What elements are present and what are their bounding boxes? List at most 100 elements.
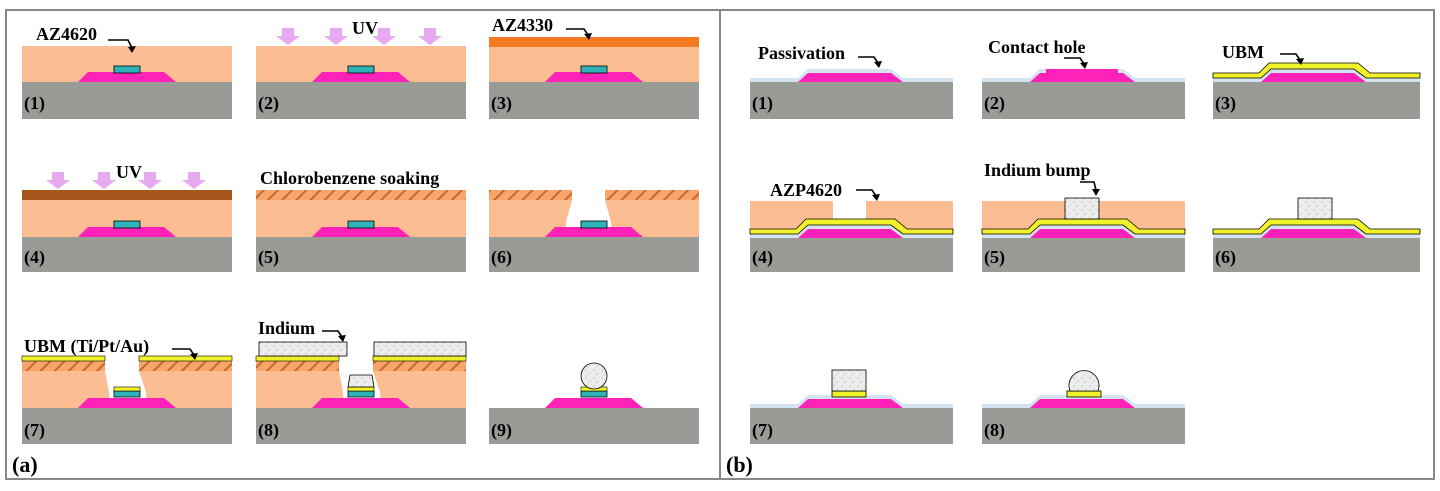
substrate — [982, 82, 1185, 119]
hatched-layer — [605, 190, 699, 200]
panel-b: Passivation (1) Contact hole (2) UBM (3) — [726, 37, 1421, 477]
step-number: (7) — [752, 420, 773, 441]
ubm-layer — [749, 218, 954, 235]
arrow-head-icon — [1080, 62, 1088, 69]
mesa — [1030, 73, 1135, 82]
ubm-layer — [21, 355, 106, 362]
substrate — [489, 237, 699, 272]
pointer-arrow — [856, 189, 877, 197]
step-number: (7) — [24, 420, 45, 441]
mesa — [312, 398, 410, 408]
mesa — [798, 73, 903, 82]
metal-pad — [580, 65, 608, 74]
mesa — [798, 399, 903, 408]
uv-arrow-icon — [138, 172, 162, 189]
step-number: (6) — [1215, 247, 1236, 268]
exposed-az4330-layer — [22, 190, 232, 200]
pointer-arrow — [1080, 181, 1097, 191]
mesa — [545, 398, 643, 408]
mesa — [312, 227, 410, 237]
photoresist-left — [982, 201, 1065, 229]
uv-arrow-icon — [418, 28, 442, 45]
annotation-label: Indium bump — [984, 160, 1091, 180]
step-number: (1) — [752, 93, 773, 114]
ubm-layer — [255, 355, 340, 362]
step-number: (1) — [24, 93, 45, 114]
step-a5: Chlorobenzene soaking (5) — [256, 168, 466, 272]
panel-a: AZ4620 (1) UV (2) — [12, 15, 699, 477]
metal-pad — [113, 65, 141, 74]
metal-pad — [580, 220, 608, 229]
arrow-head-icon — [190, 353, 198, 360]
pointer-arrow — [172, 348, 195, 356]
annotation-label: UV — [352, 18, 378, 38]
step-a3: AZ4330 (3) — [489, 15, 699, 119]
ubm-layer — [1212, 62, 1421, 79]
substrate — [750, 82, 953, 119]
substrate — [1213, 238, 1420, 272]
mesa — [78, 72, 176, 82]
step-a7: UBM (Ti/Pt/Au) (7) — [21, 336, 233, 444]
ubm-pad — [347, 386, 375, 392]
photoresist-right — [866, 201, 953, 229]
annotation-label: UBM (Ti/Pt/Au) — [24, 336, 149, 357]
mesa — [1261, 229, 1366, 238]
step-b2: Contact hole (2) — [982, 37, 1185, 119]
ubm-pad — [831, 390, 867, 398]
annotation-label: UBM — [1222, 42, 1264, 62]
step-number: (5) — [258, 247, 279, 268]
arrow-head-icon — [872, 194, 880, 201]
step-number: (8) — [984, 420, 1005, 441]
ubm-pad — [113, 386, 141, 392]
pointer-arrow — [1064, 57, 1085, 65]
annotation-label: Contact hole — [988, 37, 1086, 57]
annotation-label: Indium — [258, 318, 315, 338]
arrow-head-icon — [338, 335, 346, 342]
arrow-head-icon — [128, 46, 136, 53]
ubm-pad — [1066, 390, 1102, 398]
hatched-layer — [22, 361, 105, 371]
mesa — [545, 227, 643, 237]
step-number: (4) — [24, 247, 45, 268]
uv-arrow-icon — [372, 28, 396, 45]
step-a2: UV (2) — [256, 18, 466, 119]
substrate — [982, 408, 1185, 444]
step-number: (3) — [491, 93, 512, 114]
step-b7: (7) — [750, 369, 953, 444]
indium-ball — [580, 362, 608, 390]
photoresist-left — [489, 200, 572, 237]
contact-opening — [1046, 69, 1118, 73]
substrate — [256, 82, 466, 119]
substrate — [982, 238, 1185, 272]
step-number: (8) — [258, 420, 279, 441]
step-number: (6) — [491, 247, 512, 268]
uv-arrow-icon — [276, 28, 300, 45]
indium-bump — [1064, 197, 1100, 220]
substrate — [22, 237, 232, 272]
ubm-layer — [1212, 218, 1421, 235]
step-a9: (9) — [489, 362, 699, 444]
pointer-arrow — [1280, 53, 1301, 61]
indium-layer — [258, 341, 348, 357]
annotation-label: AZP4620 — [770, 180, 842, 200]
metal-pad — [113, 220, 141, 229]
arrow-head-icon — [1296, 58, 1304, 65]
annotation-label: AZ4620 — [36, 24, 97, 44]
metal-pad — [347, 390, 375, 398]
panel-label: (b) — [726, 452, 753, 477]
uv-arrows — [46, 172, 206, 189]
step-a8: Indium (8) — [255, 318, 467, 444]
arrow-head-icon — [1092, 189, 1100, 196]
step-a6: (6) — [489, 190, 699, 272]
hatched-layer — [373, 361, 466, 371]
uv-arrow-icon — [92, 172, 116, 189]
pointer-arrow — [858, 56, 879, 64]
arrow-head-icon — [584, 33, 592, 40]
indium-bump — [347, 374, 375, 388]
mesa — [798, 229, 903, 238]
ubm-layer — [138, 355, 233, 362]
indium-ball — [1068, 370, 1100, 392]
substrate — [750, 238, 953, 272]
mesa — [1030, 399, 1135, 408]
